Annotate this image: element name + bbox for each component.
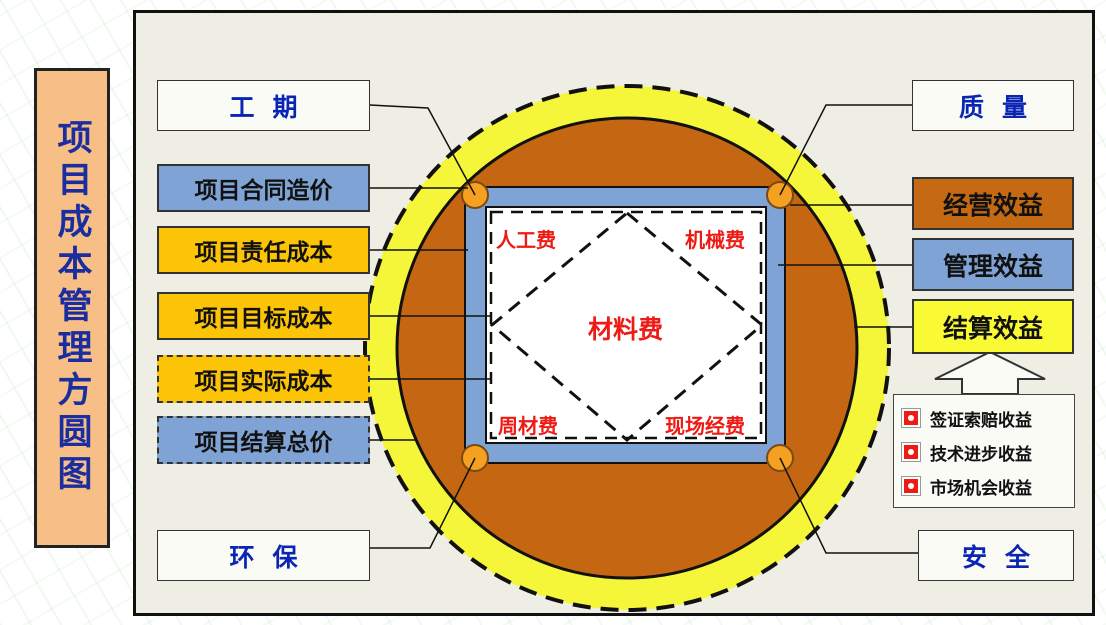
label-actual-cost: 项目实际成本: [157, 355, 370, 403]
connector-top-left: [369, 104, 476, 196]
label-safety: 安全: [918, 530, 1074, 581]
label-turnover-material-cost: 周材费: [498, 414, 558, 438]
label-management-benefit: 管理效益: [912, 238, 1074, 291]
label-operating-benefit: 经营效益: [912, 177, 1074, 230]
bullet-icon: [901, 442, 921, 462]
inner-white-square: [485, 206, 767, 444]
label-duration: 工期: [157, 80, 370, 131]
label-contract-price: 项目合同造价: [157, 164, 370, 212]
label-machinery-cost: 机械费: [685, 228, 745, 252]
label-environment: 环保: [157, 530, 370, 581]
bullet-icon: [901, 408, 921, 428]
list-item: 签证索赔收益: [901, 401, 1074, 435]
benefit-list: 签证索赔收益 技术进步收益 市场机会收益: [893, 394, 1075, 508]
label-material-cost: 材料费: [588, 315, 664, 344]
connector-bottom-left: [370, 457, 476, 549]
diagram-title: 项目成本管理方圆图: [51, 119, 92, 497]
title-box: 项目成本管理方圆图: [34, 68, 110, 548]
label-site-expense: 现场经费: [665, 414, 745, 438]
label-responsibility-cost: 项目责任成本: [157, 226, 370, 274]
bullet-icon: [901, 476, 921, 496]
label-quality: 质量: [912, 80, 1074, 131]
list-item: 技术进步收益: [901, 435, 1074, 469]
connector-bottom-right: [779, 457, 918, 554]
label-labor-cost: 人工费: [496, 228, 556, 252]
connector-top-right: [779, 104, 912, 196]
up-arrow-icon: [934, 350, 1046, 395]
label-settlement-benefit: 结算效益: [912, 299, 1074, 354]
label-settlement-total: 项目结算总价: [157, 416, 370, 464]
list-item: 市场机会收益: [901, 469, 1074, 503]
dashed-diamond: [489, 211, 765, 442]
label-target-cost: 项目目标成本: [157, 292, 370, 340]
